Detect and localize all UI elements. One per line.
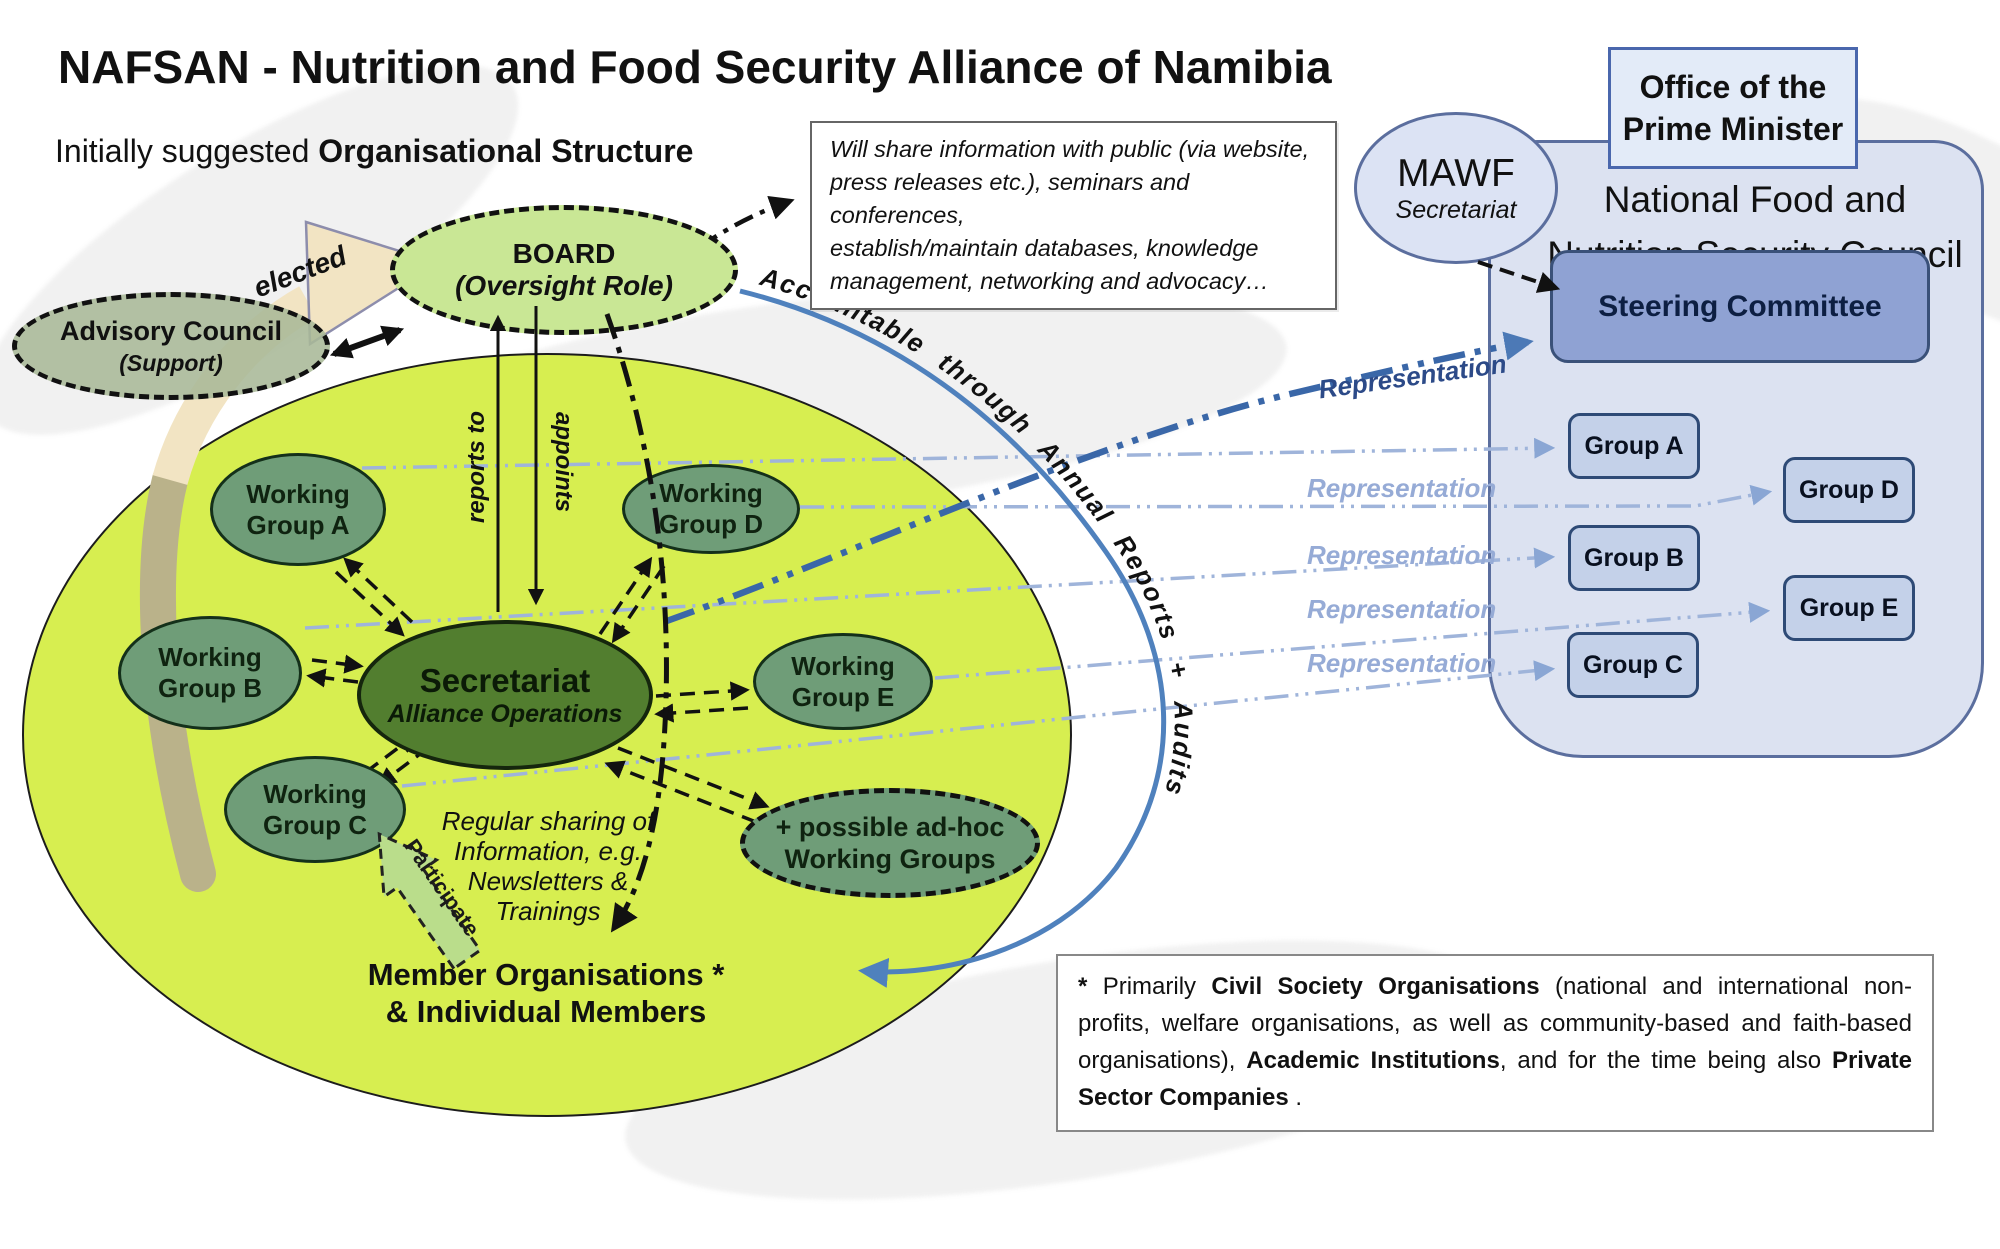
page-title: NAFSAN - Nutrition and Food Security All… <box>58 41 1332 93</box>
mawf-name: MAWF <box>1397 151 1515 195</box>
sharing-note: Regular sharing of Information, e.g. New… <box>441 806 655 926</box>
working-group-label: Working Group B <box>158 642 262 703</box>
representation-label: Representation <box>1307 594 1497 624</box>
adhoc-working-groups-node[interactable]: + possible ad-hoc Working Groups <box>740 788 1040 898</box>
reports-to-label: reports to <box>463 411 490 524</box>
steering-label: Steering Committee <box>1598 289 1882 323</box>
mawf-node[interactable]: MAWF Secretariat <box>1354 112 1558 264</box>
representation-label: Representation <box>1307 473 1497 503</box>
secretariat-node[interactable]: Secretariat Alliance Operations <box>357 620 653 770</box>
secretariat-name: Secretariat <box>419 661 591 699</box>
working-group-label: Working Group C <box>263 778 367 840</box>
group-c-box[interactable]: Group C <box>1567 632 1699 698</box>
advisory-council-node[interactable]: Advisory Council (Support) <box>12 292 330 400</box>
group-label: Group E <box>1799 593 1899 622</box>
info-box: Will share information with public (via … <box>810 121 1337 310</box>
working-group-label: Working Group A <box>246 478 350 540</box>
board-node[interactable]: BOARD (Oversight Role) <box>390 205 738 335</box>
working-group-c-node[interactable]: Working Group C <box>224 756 406 863</box>
board-name: BOARD <box>512 238 616 269</box>
steering-committee-box[interactable]: Steering Committee <box>1550 250 1930 363</box>
working-group-d-node[interactable]: Working Group D <box>622 464 800 554</box>
advisory-council-name: Advisory Council <box>59 315 283 346</box>
secretariat-role: Alliance Operations <box>387 699 623 728</box>
group-label: Group D <box>1799 475 1899 504</box>
page-subtitle: Initially suggested Organisational Struc… <box>55 133 694 169</box>
representation-label: Representation <box>1307 540 1497 570</box>
member-organisations-label: Member Organisations * & Individual Memb… <box>367 957 725 1029</box>
working-group-label: Working Group E <box>791 650 895 712</box>
working-group-a-node[interactable]: Working Group A <box>210 453 386 566</box>
mawf-sub: Secretariat <box>1395 195 1517 224</box>
adhoc-label: + possible ad-hoc Working Groups <box>775 811 1005 874</box>
group-d-box[interactable]: Group D <box>1783 457 1915 523</box>
group-a-box[interactable]: Group A <box>1568 413 1700 479</box>
group-b-box[interactable]: Group B <box>1568 525 1700 591</box>
appoints-label: appoints <box>550 412 577 512</box>
advisory-board-link <box>329 325 405 359</box>
group-label: Group C <box>1583 650 1683 679</box>
group-e-box[interactable]: Group E <box>1783 575 1915 641</box>
working-group-e-node[interactable]: Working Group E <box>753 633 933 730</box>
group-label: Group A <box>1584 431 1684 460</box>
group-label: Group B <box>1584 543 1684 572</box>
footnote-box: * Primarily Civil Society Organisations … <box>1056 954 1934 1132</box>
representation-label: Representation <box>1316 348 1509 405</box>
working-group-b-node[interactable]: Working Group B <box>118 616 302 730</box>
board-role: (Oversight Role) <box>455 270 673 301</box>
working-group-label: Working Group D <box>659 478 763 539</box>
office-label: Office of the Prime Minister <box>1622 68 1844 147</box>
advisory-council-role: (Support) <box>119 349 223 376</box>
representation-label: Representation <box>1307 648 1497 678</box>
office-prime-minister-box[interactable]: Office of the Prime Minister <box>1608 47 1858 169</box>
